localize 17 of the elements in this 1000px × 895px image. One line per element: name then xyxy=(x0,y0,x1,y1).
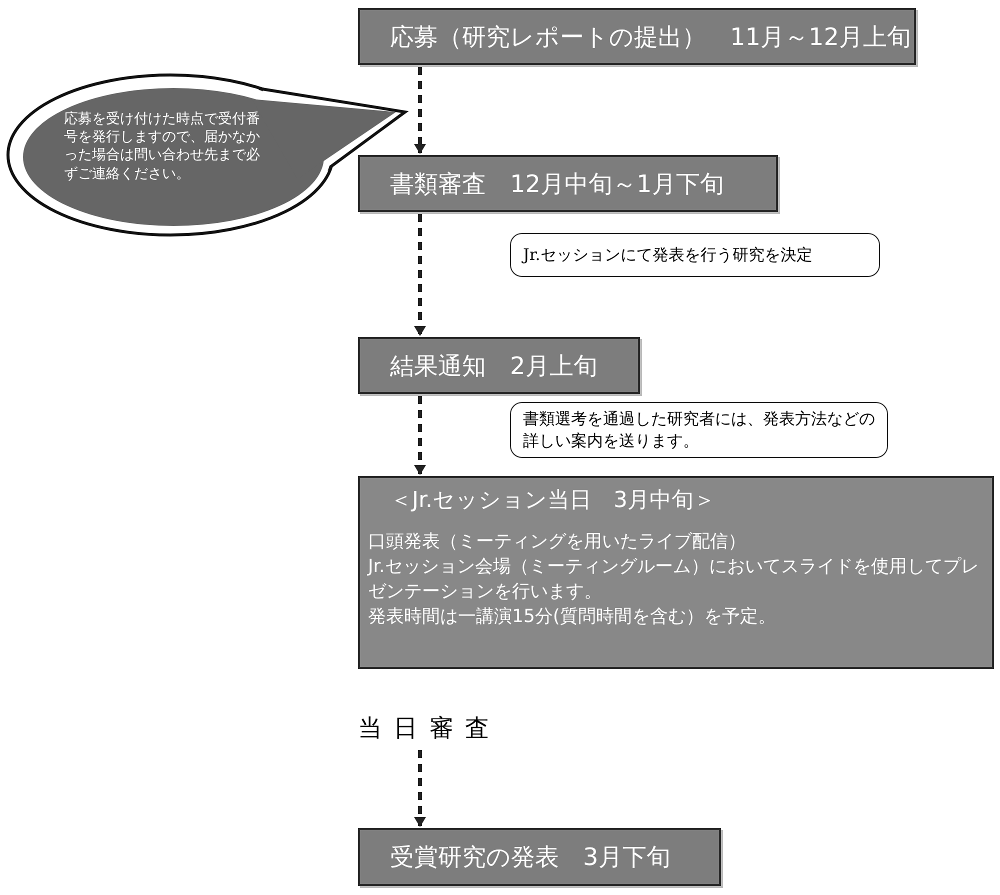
process-box: 結果通知 2月上旬 xyxy=(358,337,640,394)
process-box: 受賞研究の発表 3月下旬 xyxy=(358,828,721,886)
arrow xyxy=(414,214,426,336)
step-label: 当 日 審 査 xyxy=(358,712,498,748)
note-box: Jr.セッションにて発表を行う研究を決定 xyxy=(510,233,880,277)
arrow xyxy=(414,750,426,827)
box-text: 口頭発表（ミーティングを用いたライブ配信） xyxy=(368,530,747,554)
arrow xyxy=(414,67,426,154)
callout-text: 応募を受け付けた時点で受付番号を発行しますので、届かなかった場合は問い合わせ先まで必ずご連絡ください。 xyxy=(64,110,261,183)
box-text: 発表時間は一講演15分(質問時間を含む）を予定。 xyxy=(368,605,777,630)
process-box: 応募（研究レポートの提出） 11月～12月上旬 xyxy=(358,8,916,65)
note-box: 書類選考を通過した研究者には、発表方法などの詳しい案内を送ります。 xyxy=(510,402,888,458)
box-text: Jr.セッション会場（ミーティングルーム）においてスライドを使用してプレゼンテーションを行います。 xyxy=(368,554,980,604)
arrow xyxy=(414,396,426,475)
process-box: 書類審査 12月中旬～1月下旬 xyxy=(358,155,778,212)
process-box xyxy=(358,476,994,669)
box-heading: ＜Jr.セッション当日 3月中旬＞ xyxy=(390,487,717,515)
